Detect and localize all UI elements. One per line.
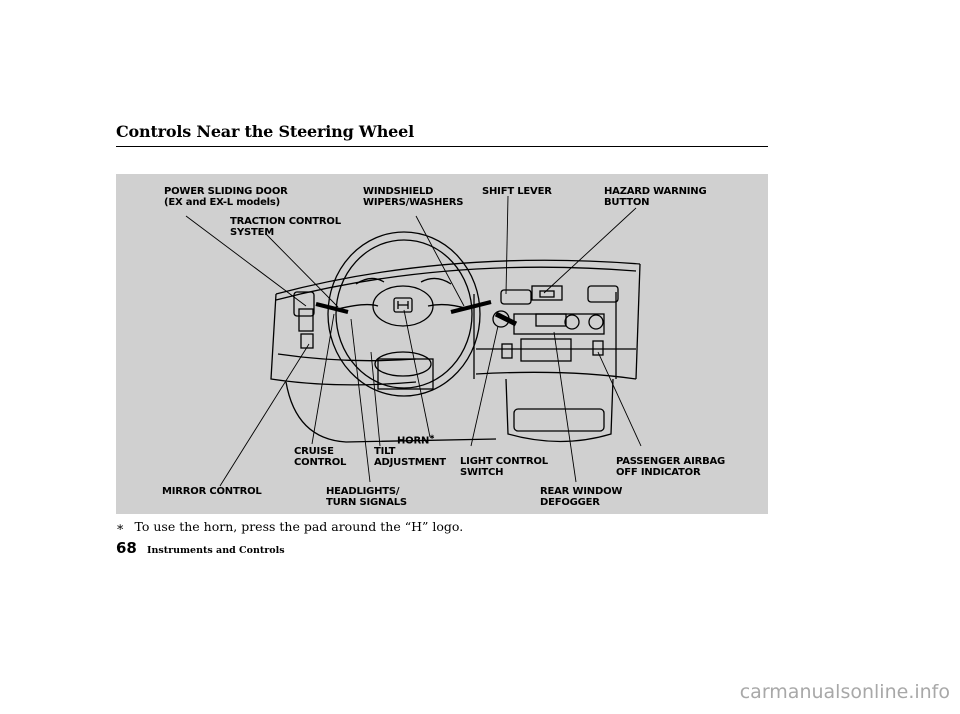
label-horn: HORN∗ [397,433,435,447]
watermark: carmanualsonline.info [739,681,950,703]
label-hazard-warning: HAZARD WARNING BUTTON [604,186,707,208]
dashboard-illustration [185,195,642,487]
label-cruise-control: CRUISE CONTROL [294,446,347,468]
title-rule [116,146,768,147]
horn-footnote: ∗ To use the horn, press the pad around t… [116,519,463,534]
label-traction-control: TRACTION CONTROL SYSTEM [230,216,341,238]
label-passenger-airbag: PASSENGER AIRBAG OFF INDICATOR [616,456,726,478]
label-light-control: LIGHT CONTROL SWITCH [460,456,548,478]
label-power-sliding-door: POWER SLIDING DOOR (EX and EX-L models) [164,186,288,208]
label-rear-window-defogger: REAR WINDOW DEFOGGER [540,486,623,508]
footnote-text: To use the horn, press the pad around th… [134,519,464,534]
section-title: Instruments and Controls [147,545,285,556]
page-title: Controls Near the Steering Wheel [116,122,414,141]
footnote-mark: ∗ [116,519,125,534]
label-shift-lever: SHIFT LEVER [482,186,552,197]
label-tilt-adjustment: TILT ADJUSTMENT [374,446,446,468]
label-windshield-wipers: WINDSHIELD WIPERS/WASHERS [363,186,464,208]
page-number: 68 [116,539,137,557]
label-headlights: HEADLIGHTS/ TURN SIGNALS [326,486,407,508]
label-mirror-control: MIRROR CONTROL [162,486,262,497]
dashboard-figure: POWER SLIDING DOOR (EX and EX-L models) … [116,174,768,514]
